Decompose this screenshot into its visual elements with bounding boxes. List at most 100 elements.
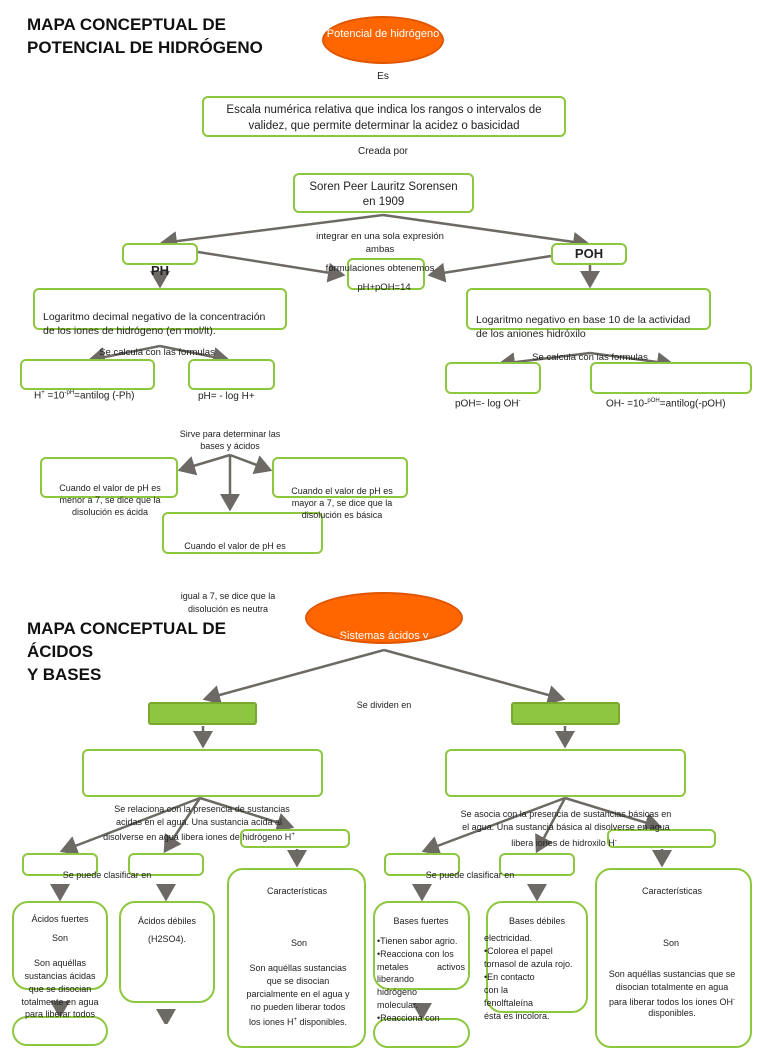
neutral-case-node[interactable] bbox=[162, 512, 323, 554]
acid-description-node[interactable] bbox=[82, 749, 323, 797]
poh-node[interactable]: POH bbox=[551, 243, 627, 265]
link-label: Son bbox=[51, 933, 69, 943]
weak-acids-title: Ácidos débiles bbox=[137, 916, 197, 926]
acid-characteristics-node[interactable] bbox=[227, 868, 366, 1048]
definition-text: Escala numérica relativa que indica los … bbox=[226, 104, 542, 132]
poh-definition-text: de los aniones hidróxilo bbox=[476, 328, 586, 340]
root-label: Sistemas ácidos y bbox=[339, 630, 429, 642]
strong-acids-text: para liberar todos bbox=[24, 1009, 96, 1019]
weak-acids-node[interactable] bbox=[119, 901, 215, 1003]
sum-node[interactable] bbox=[347, 258, 425, 290]
link-label: Se puede clasificar en bbox=[62, 870, 152, 880]
weak-bases-node[interactable] bbox=[486, 901, 588, 1013]
acids-node[interactable] bbox=[148, 702, 257, 725]
weak-bases-item: con la bbox=[484, 985, 509, 995]
map2-title: MAPA CONCEPTUAL DE ÁCIDOS Y BASES bbox=[27, 617, 226, 686]
neutral-case-text: igual a 7, se dice que la bbox=[180, 591, 276, 601]
definition-node[interactable]: Escala numérica relativa que indica los … bbox=[202, 96, 566, 137]
formula-poh-node[interactable] bbox=[445, 362, 541, 394]
characteristics-text: Son aquéllas sustancias bbox=[249, 963, 347, 973]
poh-definition-node[interactable] bbox=[466, 288, 711, 330]
acid-case-node[interactable] bbox=[40, 457, 178, 498]
acid-description-text: disolverse en agua libera iones de hidró… bbox=[103, 832, 295, 842]
strong-bases-item: •Tienen sabor agrio. bbox=[377, 936, 458, 946]
ph-definition-node[interactable] bbox=[33, 288, 287, 330]
strong-bases-node[interactable] bbox=[373, 901, 470, 990]
base-description-text: el agua. Una sustancia básica al disolve… bbox=[462, 822, 670, 832]
strong-bases-item: molecular. bbox=[377, 1000, 419, 1010]
basic-case-text: Cuando el valor de pH es bbox=[291, 486, 393, 496]
link-label: Se puede clasificar en bbox=[425, 870, 515, 880]
base-class-node[interactable] bbox=[499, 853, 575, 876]
acid-class-node[interactable] bbox=[128, 853, 204, 876]
formula-ph-node[interactable] bbox=[188, 359, 275, 390]
link-label: ambas bbox=[365, 244, 395, 255]
weak-bases-title: Bases débiles bbox=[508, 916, 566, 926]
weak-bases-item: •En contacto bbox=[484, 972, 535, 982]
strong-bases-item: •Reacciona con los bbox=[377, 949, 454, 959]
strong-bases-title: Bases fuertes bbox=[393, 916, 449, 926]
ph-node[interactable] bbox=[122, 243, 198, 265]
bases-node[interactable] bbox=[511, 702, 620, 725]
creator-text: Soren Peer Lauritz Sorensen bbox=[309, 181, 458, 193]
link-label: Son bbox=[662, 938, 680, 948]
link-label: Se dividen en bbox=[356, 700, 412, 710]
characteristics-text: disponibles. bbox=[648, 1008, 696, 1018]
base-description-text: Se asocia con la presencia de sustancias… bbox=[460, 809, 672, 819]
creator-year: en 1909 bbox=[362, 196, 405, 208]
sum-formula: pH+pOH=14 bbox=[357, 282, 411, 293]
creator-node[interactable]: Soren Peer Lauritz Sorensen en 1909 bbox=[293, 173, 474, 213]
characteristics-text: parcialmente en el agua y bbox=[246, 989, 350, 999]
strong-acids-node[interactable] bbox=[12, 901, 108, 990]
poh-label: POH bbox=[574, 246, 604, 261]
title-line: MAPA CONCEPTUAL DE bbox=[27, 619, 226, 638]
weak-bases-item: fenolftaleína bbox=[484, 998, 534, 1008]
acid-case-text: disolución es ácida bbox=[71, 507, 149, 517]
root-node-ph[interactable]: Potencial de hidrógeno bbox=[322, 16, 444, 64]
ph-definition-text: de los iones de hidrógeno (en mol/lt). bbox=[43, 325, 216, 337]
link-label: Sirve para determinar las bbox=[179, 429, 281, 439]
strong-acids-sub-node[interactable] bbox=[12, 1016, 108, 1046]
link-label: Se calcula con las formulas bbox=[532, 352, 648, 363]
characteristics-text: que se disocian bbox=[266, 976, 330, 986]
base-description-text: libera iones de hidroxilo H- bbox=[511, 838, 617, 848]
formula-ph: pH= - log H+ bbox=[198, 391, 255, 402]
base-description-node[interactable] bbox=[445, 749, 686, 797]
acid-case-text: Cuando el valor de pH es bbox=[59, 483, 161, 493]
link-label: integrar en una sola expresión bbox=[316, 231, 444, 242]
link-label: bases y ácidos bbox=[200, 441, 260, 451]
weak-bases-item: electricidad. bbox=[484, 933, 533, 943]
map1-title: MAPA CONCEPTUAL DE POTENCIAL DE HIDRÓGEN… bbox=[27, 13, 263, 59]
ph-definition-text: Logaritmo decimal negativo de la concent… bbox=[43, 311, 266, 323]
characteristics-text: disocian totalmente en agua bbox=[615, 982, 729, 992]
root-label: Potencial de hidrógeno bbox=[326, 28, 440, 40]
ph-label: PH bbox=[151, 263, 170, 278]
strong-bases-item: liberando bbox=[377, 974, 415, 984]
title-line: Y BASES bbox=[27, 665, 102, 684]
characteristics-text: para liberar todos los iones OH- bbox=[608, 997, 736, 1007]
link-label: Son bbox=[290, 938, 308, 948]
acid-case-text: menor a 7, se dice que la bbox=[59, 495, 161, 505]
characteristics-text: no pueden liberar todos bbox=[250, 1002, 346, 1012]
neutral-case-text: disolución es neutra bbox=[187, 604, 269, 614]
link-label: formulaciones obtenemos bbox=[325, 263, 435, 274]
basic-case-node[interactable] bbox=[272, 457, 408, 498]
link-label: Es bbox=[377, 71, 389, 82]
link-label: Creada por bbox=[357, 146, 409, 157]
root-node-acids-bases[interactable]: Sistemas ácidos y bbox=[305, 592, 463, 644]
strong-acids-text: sustancias ácidas bbox=[24, 971, 96, 981]
acid-characteristics-link-node[interactable] bbox=[240, 829, 350, 848]
basic-case-text: mayor a 7, se dice que la bbox=[291, 498, 393, 508]
formula-h: H+ =10-pH=antilog (-Ph) bbox=[34, 390, 135, 402]
neutral-case-text: Cuando el valor de pH es bbox=[184, 541, 286, 551]
characteristics-text: Son aquéllas sustancias que se bbox=[608, 969, 736, 979]
formula-h-node[interactable] bbox=[20, 359, 155, 390]
strong-acids-text: totalmente en agua bbox=[21, 997, 99, 1007]
strong-bases-item: •Reacciona con bbox=[377, 1013, 440, 1023]
strong-bases-item: hidrógeno bbox=[377, 987, 418, 997]
strong-acids-text: que se disocian bbox=[28, 984, 92, 994]
formula-oh-node[interactable] bbox=[590, 362, 752, 394]
weak-bases-item: tornasol de azula rojo. bbox=[484, 959, 573, 969]
characteristics-text: los iones H+ disponibles. bbox=[248, 1017, 348, 1027]
acid-description-text: Se relaciona con la presencia de sustanc… bbox=[114, 804, 290, 814]
